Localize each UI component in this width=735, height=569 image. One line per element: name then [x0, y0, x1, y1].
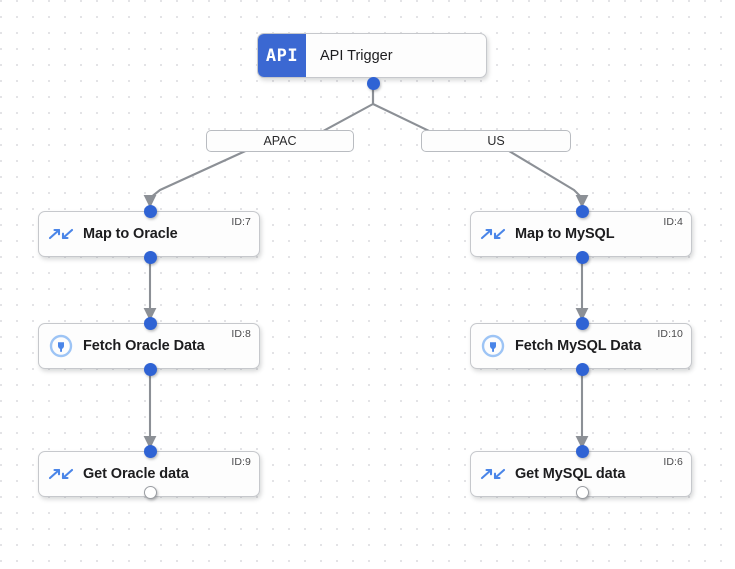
node-title: Map to Oracle: [83, 226, 178, 242]
node-title: API Trigger: [320, 47, 393, 64]
port-input-map-to-mysql[interactable]: [576, 205, 589, 218]
map-arrows-icon: [471, 225, 515, 243]
database-plug-icon: [471, 334, 515, 358]
port-input-get-oracle-data[interactable]: [144, 445, 157, 458]
edge-us-map-mysql: [502, 146, 589, 208]
port-input-get-mysql-data[interactable]: [576, 445, 589, 458]
port-input-fetch-mysql-data[interactable]: [576, 317, 589, 330]
node-title: Fetch MySQL Data: [515, 338, 642, 354]
node-id-label: ID:4: [663, 216, 683, 228]
node-id-label: ID:6: [663, 456, 683, 468]
node-title: Map to MySQL: [515, 226, 615, 242]
branch-label-apac[interactable]: APAC: [206, 130, 354, 152]
node-title: Get MySQL data: [515, 466, 626, 482]
node-title: Fetch Oracle Data: [83, 338, 205, 354]
map-arrows-icon: [39, 225, 83, 243]
node-fetch-mysql-data[interactable]: Fetch MySQL Data ID:10: [470, 323, 692, 369]
database-plug-icon: [39, 334, 83, 358]
node-id-label: ID:7: [231, 216, 251, 228]
api-badge-icon: API: [258, 34, 306, 77]
port-input-fetch-oracle-data[interactable]: [144, 317, 157, 330]
node-id-label: ID:10: [657, 328, 683, 340]
branch-label-us[interactable]: US: [421, 130, 571, 152]
port-output-get-oracle-data[interactable]: [144, 486, 157, 499]
port-output-fetch-mysql-data[interactable]: [576, 363, 589, 376]
port-output-map-to-mysql[interactable]: [576, 251, 589, 264]
port-output-map-to-oracle[interactable]: [144, 251, 157, 264]
branch-label-text: US: [487, 134, 505, 148]
node-map-to-mysql[interactable]: Map to MySQL ID:4: [470, 211, 692, 257]
port-output-fetch-oracle-data[interactable]: [144, 363, 157, 376]
map-arrows-icon: [39, 465, 83, 483]
node-title: Get Oracle data: [83, 466, 189, 482]
branch-label-text: APAC: [263, 134, 297, 148]
map-arrows-icon: [471, 465, 515, 483]
port-output-api-trigger[interactable]: [367, 77, 380, 90]
node-id-label: ID:9: [231, 456, 251, 468]
edge-apac-map-oracle: [143, 146, 254, 208]
node-id-label: ID:8: [231, 328, 251, 340]
node-api-trigger[interactable]: API API Trigger: [257, 33, 487, 78]
port-output-get-mysql-data[interactable]: [576, 486, 589, 499]
port-input-map-to-oracle[interactable]: [144, 205, 157, 218]
